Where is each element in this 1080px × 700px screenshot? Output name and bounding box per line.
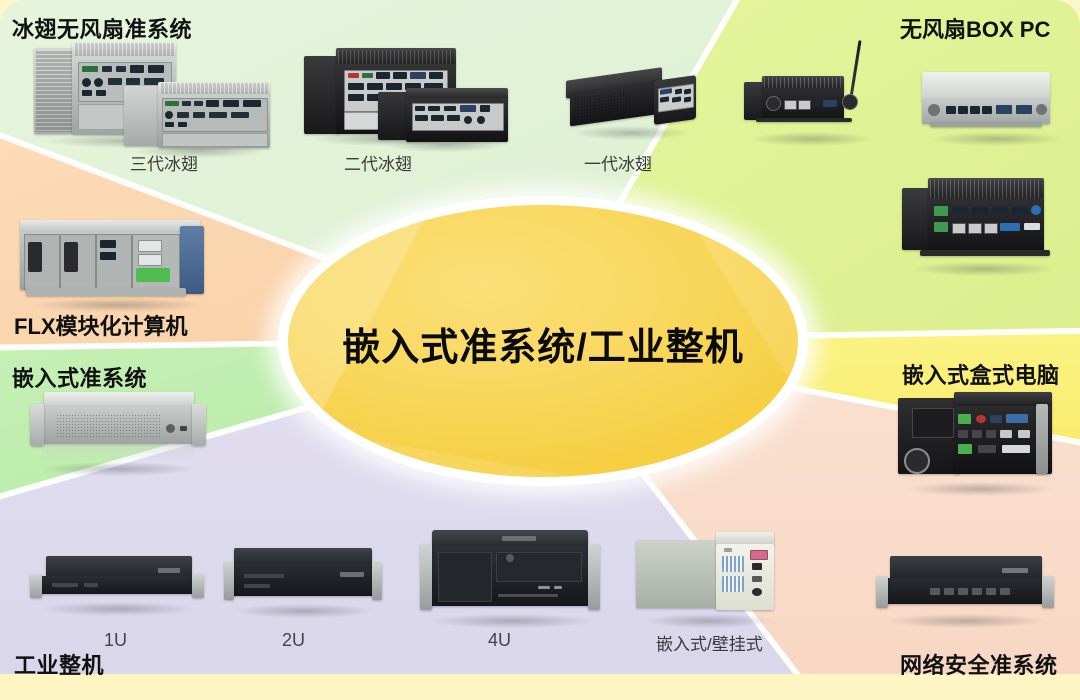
caption-industrial-4u: 4U bbox=[488, 630, 512, 650]
page-title: 嵌入式准系统/工业整机 bbox=[342, 326, 744, 369]
caption-industrial-2u: 2U bbox=[282, 630, 306, 650]
heading-fanless-box-pc: 无风扇BOX PC bbox=[900, 17, 1051, 42]
bottom-strip bbox=[0, 674, 1080, 700]
product-icewing-gen3-small bbox=[124, 82, 274, 158]
heading-icewing: 冰翅无风扇准系统 bbox=[12, 17, 193, 42]
product-flx-modular-computer bbox=[20, 210, 216, 312]
product-embedded-wallmount bbox=[636, 532, 782, 628]
product-network-security-barebone bbox=[876, 556, 1056, 628]
heading-flx-modular: FLX模块化计算机 bbox=[14, 314, 188, 339]
heading-industrial-computer: 工业整机 bbox=[14, 653, 105, 678]
caption-icewing-gen3: 三代冰翅 bbox=[130, 155, 198, 174]
heading-network-security: 网络安全准系统 bbox=[900, 653, 1058, 678]
product-industrial-4u bbox=[420, 530, 604, 628]
heading-embedded-box-computer: 嵌入式盒式电脑 bbox=[902, 363, 1060, 388]
product-industrial-2u bbox=[224, 548, 384, 618]
product-embedded-box-computer bbox=[898, 392, 1062, 496]
heading-embedded-barebone: 嵌入式准系统 bbox=[12, 366, 148, 391]
product-fanless-boxpc-silver bbox=[922, 72, 1072, 146]
product-icewing-gen2-small bbox=[378, 88, 512, 152]
caption-icewing-gen2: 二代冰翅 bbox=[344, 155, 412, 174]
product-fanless-boxpc-black-large bbox=[902, 178, 1066, 276]
product-embedded-barebone bbox=[30, 392, 206, 476]
center-hub: 嵌入式准系统/工业整机 bbox=[278, 196, 808, 486]
product-fanless-boxpc-antenna bbox=[742, 40, 882, 146]
product-industrial-1u bbox=[30, 556, 206, 616]
caption-icewing-gen1: 一代冰翅 bbox=[584, 155, 652, 174]
center-ellipse: 嵌入式准系统/工业整机 bbox=[288, 205, 798, 477]
product-icewing-gen1 bbox=[566, 67, 698, 140]
caption-industrial-wallmount: 嵌入式/壁挂式 bbox=[656, 635, 763, 654]
caption-industrial-1u: 1U bbox=[104, 630, 128, 650]
